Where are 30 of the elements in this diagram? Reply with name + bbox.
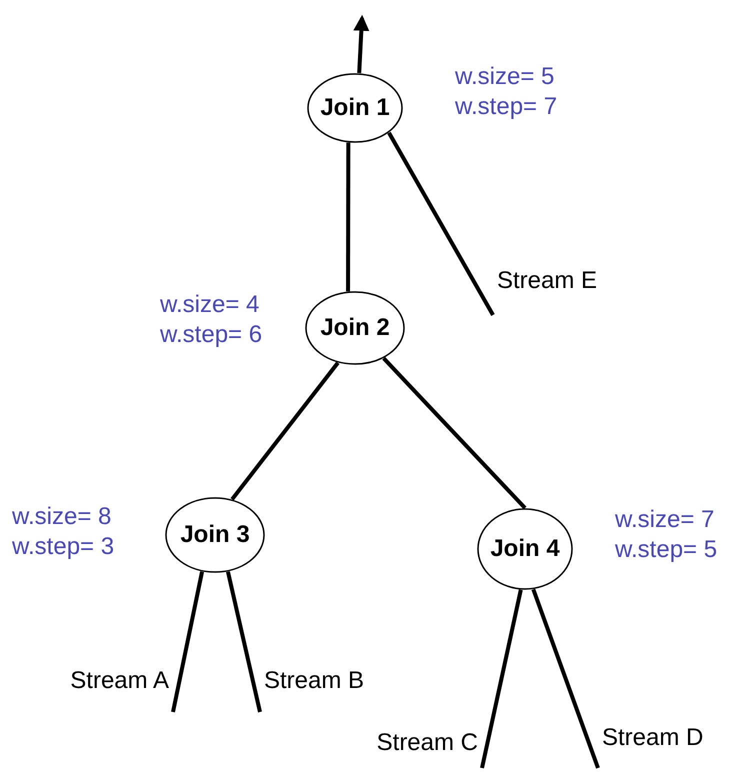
join-ellipse <box>307 73 403 143</box>
connector-line <box>531 588 600 769</box>
output-arrow <box>353 14 370 74</box>
node-label: Join 3 <box>180 521 250 549</box>
node-label: Join 4 <box>490 535 560 563</box>
window-parameter: w.step= 3 <box>12 532 114 562</box>
stream-label: Stream B <box>264 668 364 694</box>
window-parameter: w.size= 7 <box>615 505 716 535</box>
window-parameter: w.size= 4 <box>160 290 260 320</box>
node-label: Join 2 <box>320 314 390 342</box>
connector-line <box>171 571 204 712</box>
node-label: Join 1 <box>320 94 390 122</box>
stream-label: Stream D <box>602 725 704 751</box>
window-parameter: w.size= 8 <box>12 502 112 532</box>
connector-line <box>480 589 523 768</box>
connector-line <box>230 362 340 501</box>
connector-line <box>382 356 526 510</box>
join-ellipse <box>305 291 405 365</box>
stream-label: Stream E <box>497 268 598 294</box>
window-parameter: w.step= 5 <box>615 535 718 565</box>
join-ellipse <box>165 497 265 573</box>
stream-label: Stream A <box>70 668 169 694</box>
stream-label: Stream C <box>376 730 478 756</box>
connector-line <box>226 571 262 712</box>
window-parameter: w.step= 7 <box>455 92 558 122</box>
connector-line <box>387 132 495 316</box>
join-ellipse <box>477 508 573 590</box>
window-parameter: w.step= 6 <box>160 320 262 350</box>
connector-line <box>346 142 350 292</box>
window-parameter: w.size= 5 <box>455 62 556 92</box>
